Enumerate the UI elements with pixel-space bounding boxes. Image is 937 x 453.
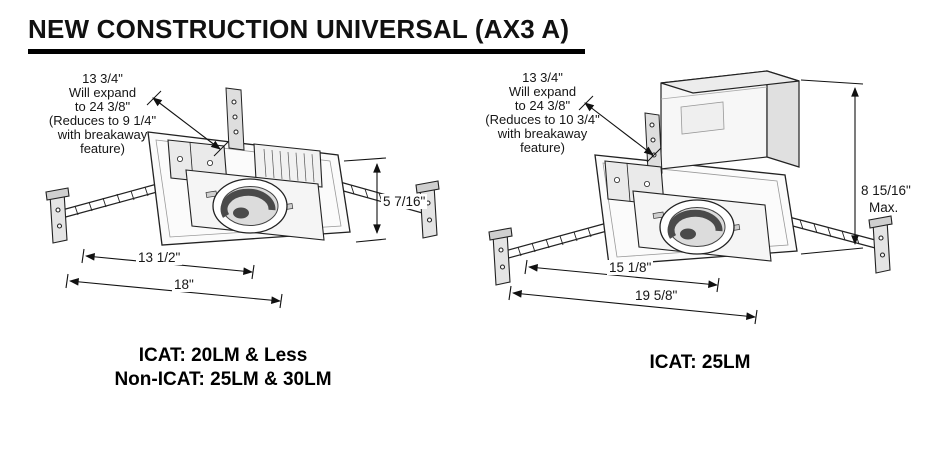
note-line: (Reduces to 9 1/4"	[48, 113, 157, 128]
socket-bracket	[644, 112, 663, 174]
left-hanger-bar	[504, 222, 608, 260]
left-mounting-foot	[488, 227, 513, 286]
note-line: to 24 3/8"	[514, 98, 571, 113]
left-pan-width-dimension: 13 1/2"	[136, 250, 183, 265]
right-mounting-foot	[868, 215, 893, 274]
aperture-opening	[659, 199, 735, 255]
right-housing-illustration	[488, 70, 893, 325]
caption-line: ICAT: 25LM	[649, 352, 751, 373]
left-overall-width-dimension: 18"	[172, 277, 196, 292]
right-hanger-bar	[788, 216, 880, 250]
left-unit-figure: 13 3/4" Will expand to 24 3/8" (Reduces …	[20, 60, 450, 350]
right-unit-figure: 13 3/4" Will expand to 24 3/8" (Reduces …	[455, 55, 935, 355]
right-pan-width-dimension: 15 1/8"	[607, 260, 654, 275]
note-line: feature)	[80, 141, 125, 156]
left-mounting-foot	[45, 187, 70, 244]
note-line: (Reduces to 10 3/4"	[485, 112, 600, 127]
note-line: feature)	[520, 140, 565, 155]
right-overall-width-dimension: 19 5/8"	[633, 288, 680, 303]
left-housing-illustration	[45, 87, 440, 309]
note-line: with breakaway	[57, 127, 148, 142]
driver-box	[253, 143, 323, 188]
right-height-dimension-note: Max.	[867, 200, 901, 215]
right-expand-note: 13 3/4" Will expand to 24 3/8" (Reduces …	[460, 71, 625, 155]
left-hanger-bar	[61, 180, 169, 219]
note-line: Will expand	[508, 84, 577, 99]
title-underline	[28, 49, 585, 54]
page-title: NEW CONSTRUCTION UNIVERSAL (AX3 A)	[28, 14, 570, 44]
left-unit-caption: ICAT: 20LM & Less Non-ICAT: 25LM & 30LM	[48, 344, 398, 392]
right-dimension-lines	[508, 79, 864, 325]
right-unit-caption: ICAT: 25LM	[555, 351, 845, 375]
note-line: Will expand	[68, 85, 137, 100]
left-height-dimension: 5 7/16"	[381, 194, 428, 209]
socket-bracket	[225, 87, 245, 151]
aperture-opening	[212, 178, 288, 234]
left-expand-note: 13 3/4" Will expand to 24 3/8" (Reduces …	[20, 72, 185, 156]
right-height-dimension: 8 15/16"	[859, 183, 913, 198]
note-line: 13 3/4"	[82, 71, 123, 86]
plenum-housing-box	[660, 70, 800, 170]
right-mounting-foot	[415, 180, 440, 239]
note-line: 13 3/4"	[522, 70, 563, 85]
note-line: with breakaway	[497, 126, 588, 141]
note-line: to 24 3/8"	[74, 99, 131, 114]
caption-line: Non-ICAT: 25LM & 30LM	[114, 369, 332, 390]
caption-line: ICAT: 20LM & Less	[138, 345, 308, 366]
